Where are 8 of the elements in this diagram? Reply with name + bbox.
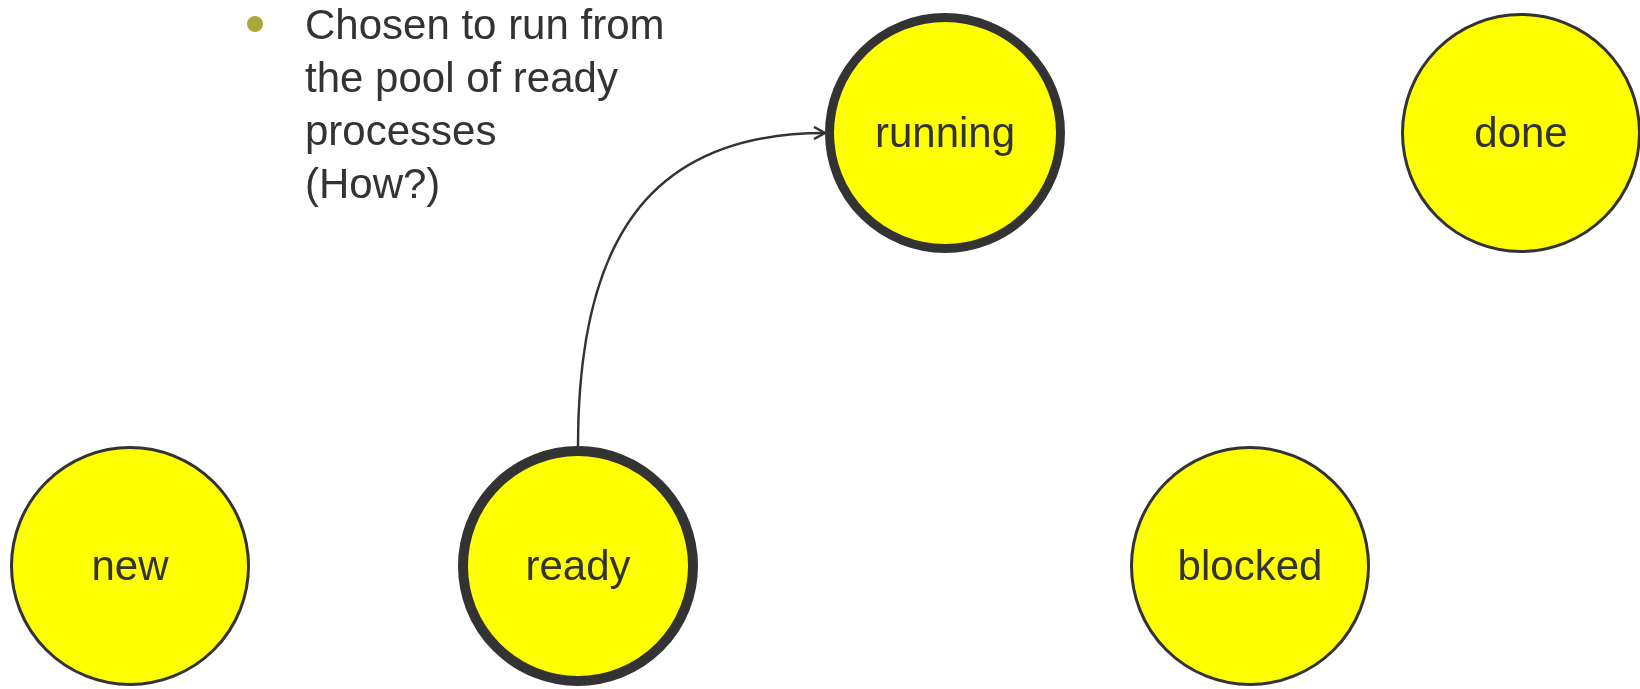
transition-arrow: [576, 126, 827, 447]
state-label: new: [91, 542, 169, 590]
state-label: blocked: [1177, 542, 1323, 590]
bullet-text: Chosen to run from the pool of ready processes: [305, 0, 666, 156]
state-label: ready: [525, 542, 631, 590]
bullet-text: (How?): [305, 159, 442, 209]
state-label: running: [874, 109, 1016, 157]
state-label: done: [1474, 109, 1568, 157]
